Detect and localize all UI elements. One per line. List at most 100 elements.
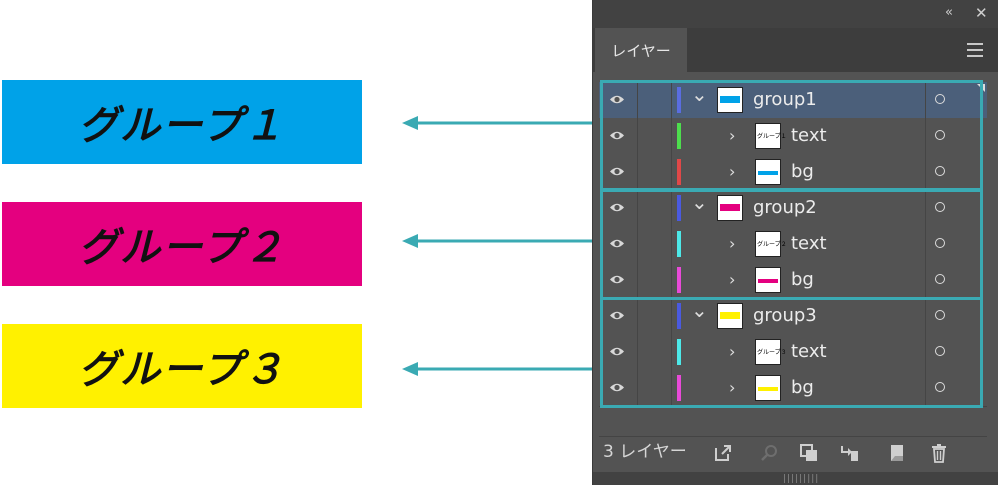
eye-icon[interactable]	[609, 237, 625, 250]
layer-color-bar	[677, 303, 681, 329]
column-divider	[637, 82, 638, 118]
group2-outline	[600, 189, 983, 300]
footer-divider	[599, 436, 987, 437]
eye-icon[interactable]	[609, 165, 625, 178]
target-circle-icon[interactable]	[935, 202, 945, 212]
trash-icon[interactable]	[929, 443, 949, 463]
layer-color-bar	[677, 87, 681, 113]
column-divider	[925, 262, 926, 298]
chevron-down-icon[interactable]: ⌄	[691, 190, 708, 214]
panel-title-bar: « ✕	[593, 0, 998, 28]
chevron-right-icon[interactable]: ›	[729, 126, 736, 145]
column-divider	[671, 190, 672, 226]
column-divider	[637, 118, 638, 154]
layer-name[interactable]: bg	[791, 161, 814, 182]
new-layer-icon[interactable]	[887, 443, 907, 463]
arrow-left-icon	[402, 116, 600, 130]
layer-row[interactable]: ⌄ group2	[599, 190, 987, 227]
layer-count: 3 レイヤー	[603, 442, 687, 462]
chevron-right-icon[interactable]: ›	[729, 162, 736, 181]
target-circle-icon[interactable]	[935, 166, 945, 176]
arrow-left-icon	[402, 234, 600, 248]
column-divider	[925, 226, 926, 262]
eye-icon[interactable]	[609, 381, 625, 394]
target-circle-icon[interactable]	[935, 130, 945, 140]
chevron-right-icon[interactable]: ›	[729, 270, 736, 289]
eye-icon[interactable]	[609, 93, 625, 106]
target-circle-icon[interactable]	[935, 94, 945, 104]
group3-label: グループ３	[78, 347, 286, 393]
layer-color-bar	[677, 159, 681, 185]
column-divider	[671, 262, 672, 298]
column-divider	[671, 226, 672, 262]
layer-color-bar	[677, 339, 681, 365]
thumbnail-text: グループ２	[757, 241, 787, 248]
chevron-right-icon[interactable]: ›	[729, 234, 736, 253]
column-divider	[637, 298, 638, 334]
search-icon[interactable]	[759, 443, 779, 463]
layer-thumbnail: グループ１	[755, 123, 787, 149]
layer-thumbnail	[717, 87, 743, 113]
double-chevron-left-icon[interactable]: «	[945, 5, 953, 20]
layer-color-bar	[677, 231, 681, 257]
target-circle-icon[interactable]	[935, 238, 945, 248]
group2-label: グループ２	[78, 225, 286, 271]
layer-color-bar	[677, 375, 681, 401]
chevron-down-icon[interactable]: ⌄	[691, 82, 708, 106]
group2-label-box: グループ２	[2, 202, 362, 286]
layer-name[interactable]: text	[791, 341, 827, 362]
column-divider	[637, 334, 638, 370]
column-divider	[637, 226, 638, 262]
panel-resize-strip	[593, 472, 998, 485]
group3-outline	[600, 297, 983, 408]
layer-thumbnail	[717, 303, 743, 329]
column-divider	[925, 154, 926, 190]
layer-row[interactable]: › グループ２ text	[599, 226, 987, 263]
resize-grip-icon[interactable]: |||||||||	[783, 474, 820, 484]
layer-color-bar	[677, 195, 681, 221]
hamburger-menu-icon[interactable]	[967, 43, 983, 57]
layer-name[interactable]: bg	[791, 269, 814, 290]
chevron-down-icon[interactable]: ⌄	[691, 298, 708, 322]
layer-row[interactable]: ⌄ group3	[599, 298, 987, 335]
target-circle-icon[interactable]	[935, 346, 945, 356]
target-circle-icon[interactable]	[935, 274, 945, 284]
target-circle-icon[interactable]	[935, 382, 945, 392]
tab-layers[interactable]: レイヤー	[595, 28, 687, 72]
arrow-left-icon	[402, 362, 600, 376]
layer-thumbnail	[717, 195, 743, 221]
group1-label-box: グループ１	[2, 80, 362, 164]
layer-name[interactable]: group1	[753, 89, 817, 110]
close-icon[interactable]: ✕	[975, 4, 988, 22]
clip-mask-icon[interactable]	[799, 443, 819, 463]
eye-icon[interactable]	[609, 273, 625, 286]
group1-outline	[600, 80, 983, 191]
column-divider	[925, 298, 926, 334]
export-icon[interactable]	[713, 443, 733, 463]
layer-name[interactable]: bg	[791, 377, 814, 398]
sublayer-icon[interactable]	[839, 443, 859, 463]
layer-name[interactable]: text	[791, 125, 827, 146]
column-divider	[637, 154, 638, 190]
eye-icon[interactable]	[609, 309, 625, 322]
group1-label: グループ１	[78, 103, 286, 149]
column-divider	[671, 370, 672, 406]
layer-name[interactable]: text	[791, 233, 827, 254]
chevron-right-icon[interactable]: ›	[729, 342, 736, 361]
layer-name[interactable]: group3	[753, 305, 817, 326]
chevron-right-icon[interactable]: ›	[729, 378, 736, 397]
column-divider	[925, 82, 926, 118]
layer-name[interactable]: group2	[753, 197, 817, 218]
eye-icon[interactable]	[609, 201, 625, 214]
layer-row[interactable]: › bg	[599, 370, 987, 407]
layer-thumbnail	[755, 267, 781, 293]
column-divider	[671, 334, 672, 370]
column-divider	[925, 334, 926, 370]
layer-thumbnail: グループ２	[755, 231, 787, 257]
eye-icon[interactable]	[609, 345, 625, 358]
target-circle-icon[interactable]	[935, 310, 945, 320]
column-divider	[637, 190, 638, 226]
group3-label-box: グループ３	[2, 324, 362, 408]
eye-icon[interactable]	[609, 129, 625, 142]
